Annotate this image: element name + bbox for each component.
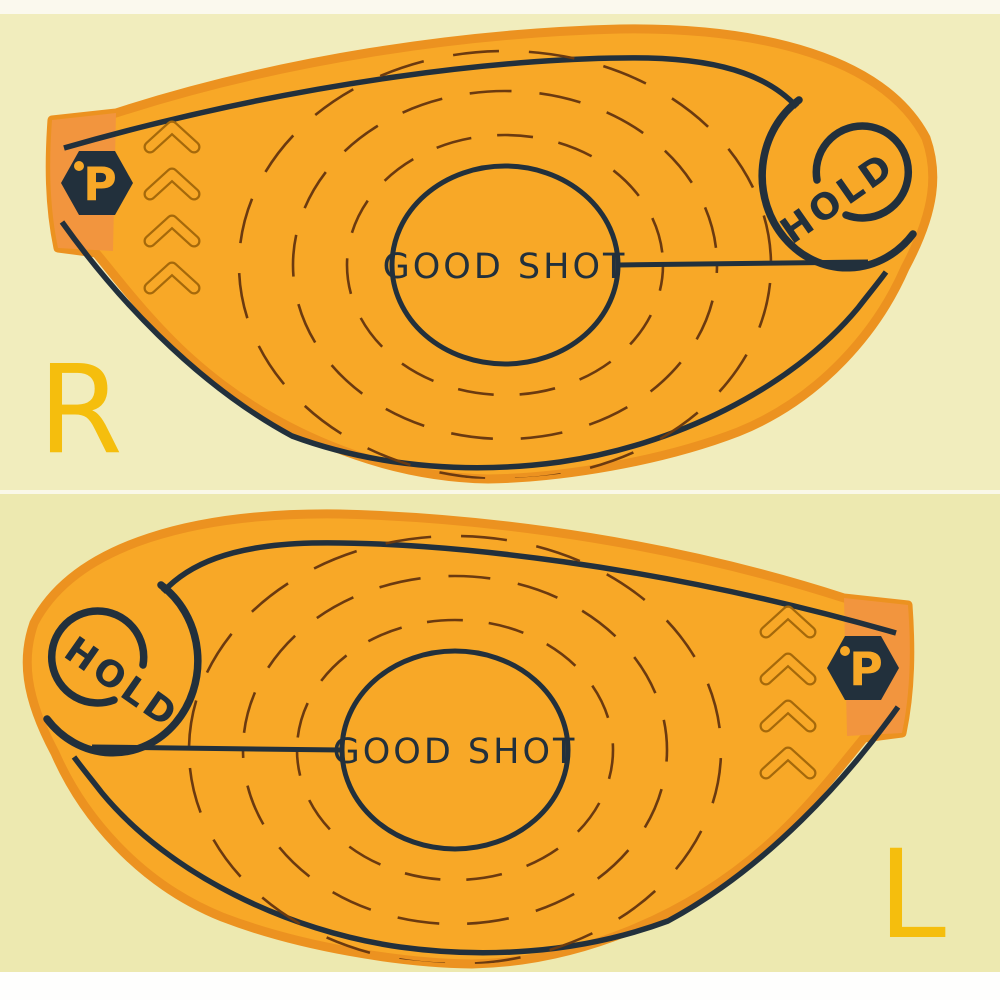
bottom-edge-strip: [0, 972, 1000, 1000]
brand-logo-letter: P: [849, 642, 883, 696]
sticker-right-hand: GOOD SHOT HOLD P: [50, 29, 933, 479]
good-shot-label: GOOD SHOT: [333, 732, 578, 772]
logo-dot: [74, 161, 84, 171]
brand-logo-letter: P: [83, 157, 117, 211]
sheet-divider: [0, 490, 1000, 494]
letter-l-left-hand: L: [878, 824, 946, 966]
top-edge-strip: [0, 0, 1000, 14]
good-shot-label: GOOD SHOT: [383, 247, 628, 287]
sticker-left-hand: GOOD SHOT HOLD P: [27, 514, 910, 964]
logo-dot: [840, 646, 850, 656]
letter-r-right-hand: R: [38, 339, 123, 481]
